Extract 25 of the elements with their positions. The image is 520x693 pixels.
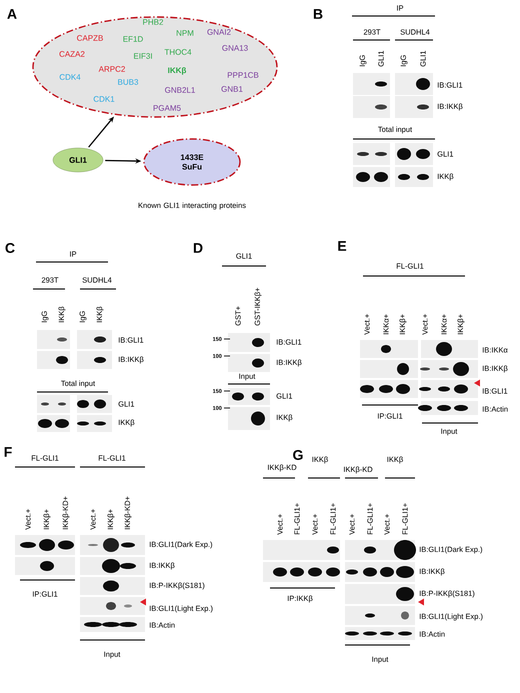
protein-label: ARPC2 xyxy=(98,66,125,72)
protein-label: CDK1 xyxy=(94,96,114,102)
protein-label: GNB2L1 xyxy=(165,87,195,93)
protein-label: THOC4 xyxy=(164,49,192,55)
protein-label: IKKβ xyxy=(168,67,186,75)
panel-letter: B xyxy=(314,9,322,19)
panel-letter: A xyxy=(7,9,17,19)
protein-label: GNB1 xyxy=(222,86,242,92)
panel-letter: G xyxy=(293,450,303,460)
protein-label: PGAM5 xyxy=(154,105,181,111)
protein-label: EIF3I xyxy=(134,53,152,59)
panel-letter: D xyxy=(194,243,202,253)
protein-label: PPP1CB xyxy=(228,72,258,78)
protein-label: EF1D xyxy=(123,36,143,42)
protein-label: BUB3 xyxy=(118,79,138,85)
panel-letter: C xyxy=(6,243,15,253)
protein-label: NPM xyxy=(176,30,194,36)
protein-label: GNAI2 xyxy=(207,29,231,35)
protein-label: CAPZB xyxy=(77,35,103,41)
protein-label: PHB2 xyxy=(143,19,164,25)
protein-label: CAZA2 xyxy=(60,51,84,57)
panel-letter: F xyxy=(4,447,12,457)
panel-letter: E xyxy=(338,241,346,251)
protein-label: GNA13 xyxy=(222,45,248,51)
protein-label: CDK4 xyxy=(60,74,80,80)
